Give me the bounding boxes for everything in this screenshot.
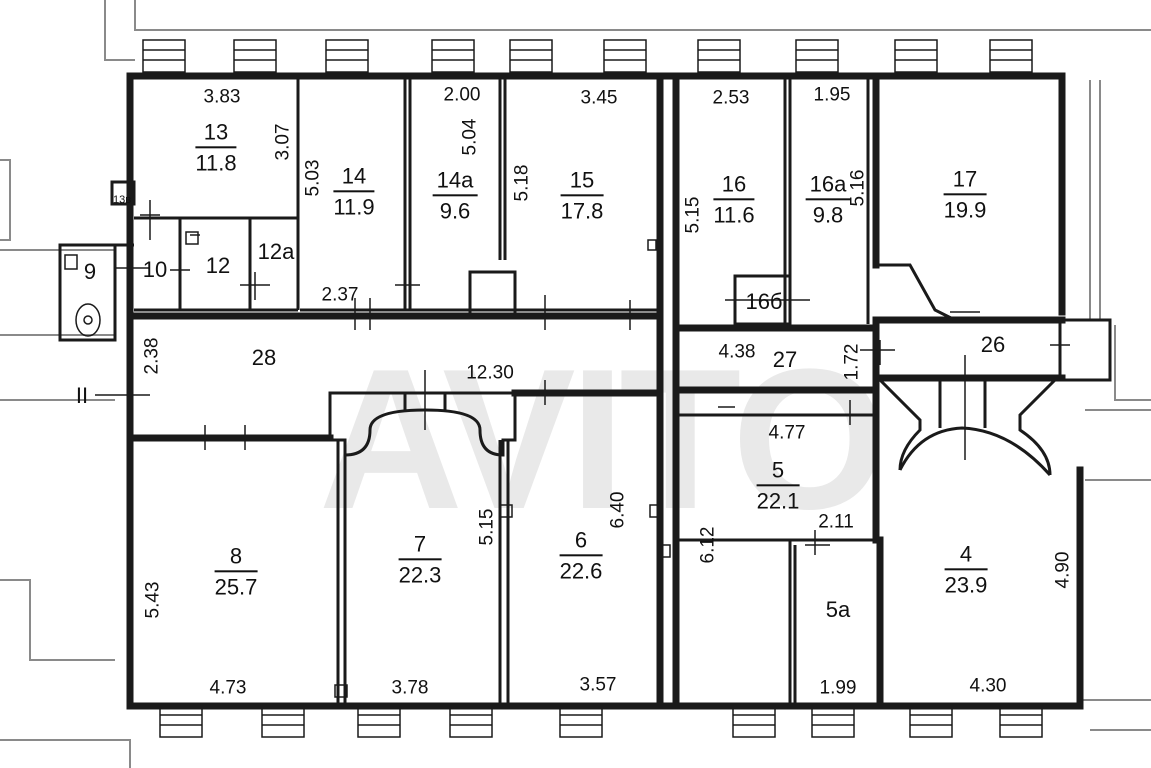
stair-hall (876, 263, 1112, 476)
dim-3-83: 3.83 (203, 86, 241, 108)
dim-12-30: 12.30 (466, 362, 514, 384)
dim-2-11: 2.11 (818, 511, 854, 533)
room-27-label: 27 (772, 347, 798, 372)
wall-openings (185, 231, 671, 698)
dim-5-04: 5.04 (459, 118, 481, 156)
dim-6-12: 6.12 (697, 526, 719, 564)
dim-3-07: 3.07 (272, 123, 294, 161)
dim-5-43: 5.43 (142, 581, 164, 619)
dim-5-18: 5.18 (511, 164, 533, 202)
door-marks (95, 200, 1070, 555)
windows-bottom (159, 704, 1043, 738)
dim-5-15-room16: 5.15 (682, 196, 704, 234)
stair-label: II (75, 383, 89, 408)
dim-4-77: 4.77 (768, 422, 806, 444)
dim-5-03: 5.03 (302, 159, 324, 197)
room-28-label: 28 (251, 345, 277, 370)
room-9-label: 9 (83, 259, 97, 284)
toilet-fixture (64, 254, 101, 337)
room-12a-label: 12a (257, 239, 295, 264)
dim-5-15-room7: 5.15 (476, 508, 498, 546)
dim-2-38: 2.38 (141, 337, 163, 375)
dim-1-99: 1.99 (819, 677, 857, 699)
room-26-label: 26 (980, 332, 1006, 357)
dim-2-37: 2.37 (321, 284, 359, 306)
dim-4-30: 4.30 (969, 675, 1007, 697)
room-5a-label: 5a (825, 597, 851, 622)
dim-6-40: 6.40 (607, 491, 629, 529)
dim-2-00: 2.00 (443, 84, 481, 106)
dim-4-38: 4.38 (718, 341, 756, 363)
room-16b-label: 16б (745, 289, 783, 314)
dim-4-73: 4.73 (209, 677, 247, 699)
partitions (58, 78, 880, 706)
dim-3-57: 3.57 (579, 674, 617, 696)
dim-3-78: 3.78 (391, 677, 429, 699)
dim-1-95: 1.95 (813, 84, 851, 106)
dim-4-90: 4.90 (1052, 551, 1074, 589)
dim-1-72: 1.72 (841, 343, 863, 381)
dim-5-16: 5.16 (847, 169, 869, 207)
dim-3-45: 3.45 (580, 87, 618, 109)
arch-7-6 (328, 391, 517, 457)
room-13v-label: 13в (112, 194, 132, 206)
windows-top (142, 39, 1033, 73)
walls (126, 72, 1084, 710)
dim-2-53: 2.53 (712, 87, 750, 109)
room-10-label: 10 (142, 257, 168, 282)
room-12-label: 12 (205, 253, 231, 278)
